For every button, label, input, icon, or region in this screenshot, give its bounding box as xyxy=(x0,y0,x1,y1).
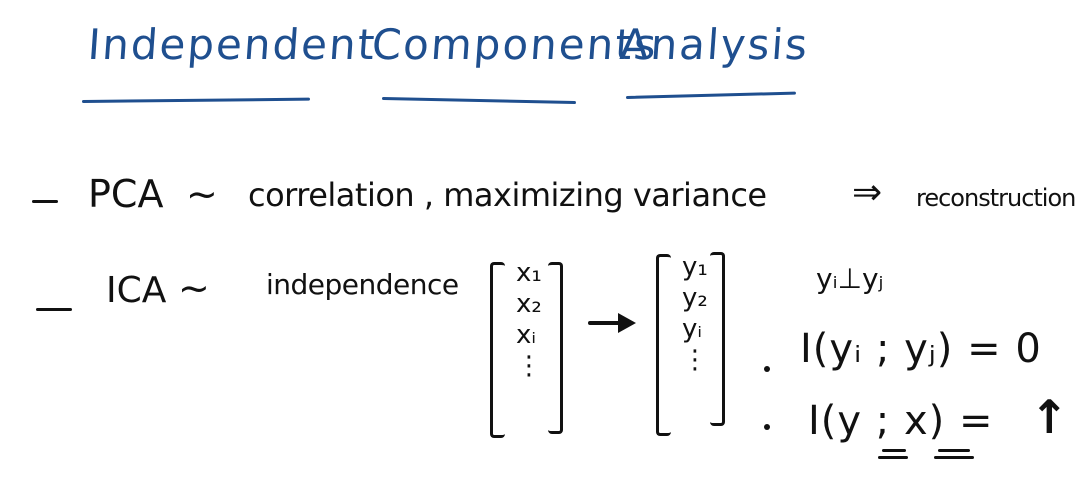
title-word-independent: Independent xyxy=(86,20,378,69)
x-vector-entry: x₂ xyxy=(516,289,542,319)
vector-x-double-underline xyxy=(934,456,974,459)
mutual-information-y-x: I(y ; x) = xyxy=(808,398,994,444)
bullet-dot xyxy=(764,424,770,430)
x-vector: x₁ x₂ xᵢ ⋮ xyxy=(516,258,542,382)
y-vector-right-bracket xyxy=(710,252,725,426)
ica-tilde: ~ xyxy=(178,266,210,310)
y-vector-entry: yᵢ xyxy=(682,314,703,344)
pca-description: correlation , maximizing variance xyxy=(248,176,767,214)
title-underline-1 xyxy=(81,97,311,103)
pca-result: reconstruction xyxy=(916,184,1076,212)
mutual-information-pair: I(yᵢ ; yⱼ) = 0 xyxy=(800,326,1042,372)
ica-bullet-dash xyxy=(36,308,72,311)
mapping-arrow-icon xyxy=(588,313,636,333)
y-vector: y₁ y₂ yᵢ ⋮ xyxy=(682,252,708,376)
y-vector-entry: ⋮ xyxy=(682,345,708,375)
ica-description: independence xyxy=(266,268,459,301)
x-vector-left-bracket xyxy=(490,262,505,438)
title-word-analysis: Analysis xyxy=(618,20,811,69)
ica-label: ICA xyxy=(106,270,167,311)
y-vector-left-bracket xyxy=(656,254,671,436)
title-underline-3 xyxy=(625,91,796,99)
pca-label: PCA xyxy=(88,172,164,216)
vector-y-double-underline xyxy=(878,456,908,459)
pca-bullet-dash xyxy=(32,200,58,203)
vector-x-underline xyxy=(938,449,970,452)
x-vector-right-bracket xyxy=(548,262,563,434)
y-vector-entry: y₁ xyxy=(682,252,708,282)
vector-y-underline xyxy=(882,449,906,452)
y-vector-entry: y₂ xyxy=(682,283,708,313)
x-vector-entry: x₁ xyxy=(516,258,542,288)
x-vector-entry: xᵢ xyxy=(516,320,537,350)
pca-tilde: ~ xyxy=(186,172,218,216)
up-arrow-icon: ↑ xyxy=(1030,390,1069,444)
implies-arrow-icon: ⇒ xyxy=(852,172,883,213)
independence-relation: yᵢ⊥yⱼ xyxy=(816,262,884,295)
x-vector-entry: ⋮ xyxy=(516,351,542,381)
bullet-dot xyxy=(764,366,770,372)
title-underline-2 xyxy=(381,97,576,105)
title-word-components: Components xyxy=(370,20,660,69)
